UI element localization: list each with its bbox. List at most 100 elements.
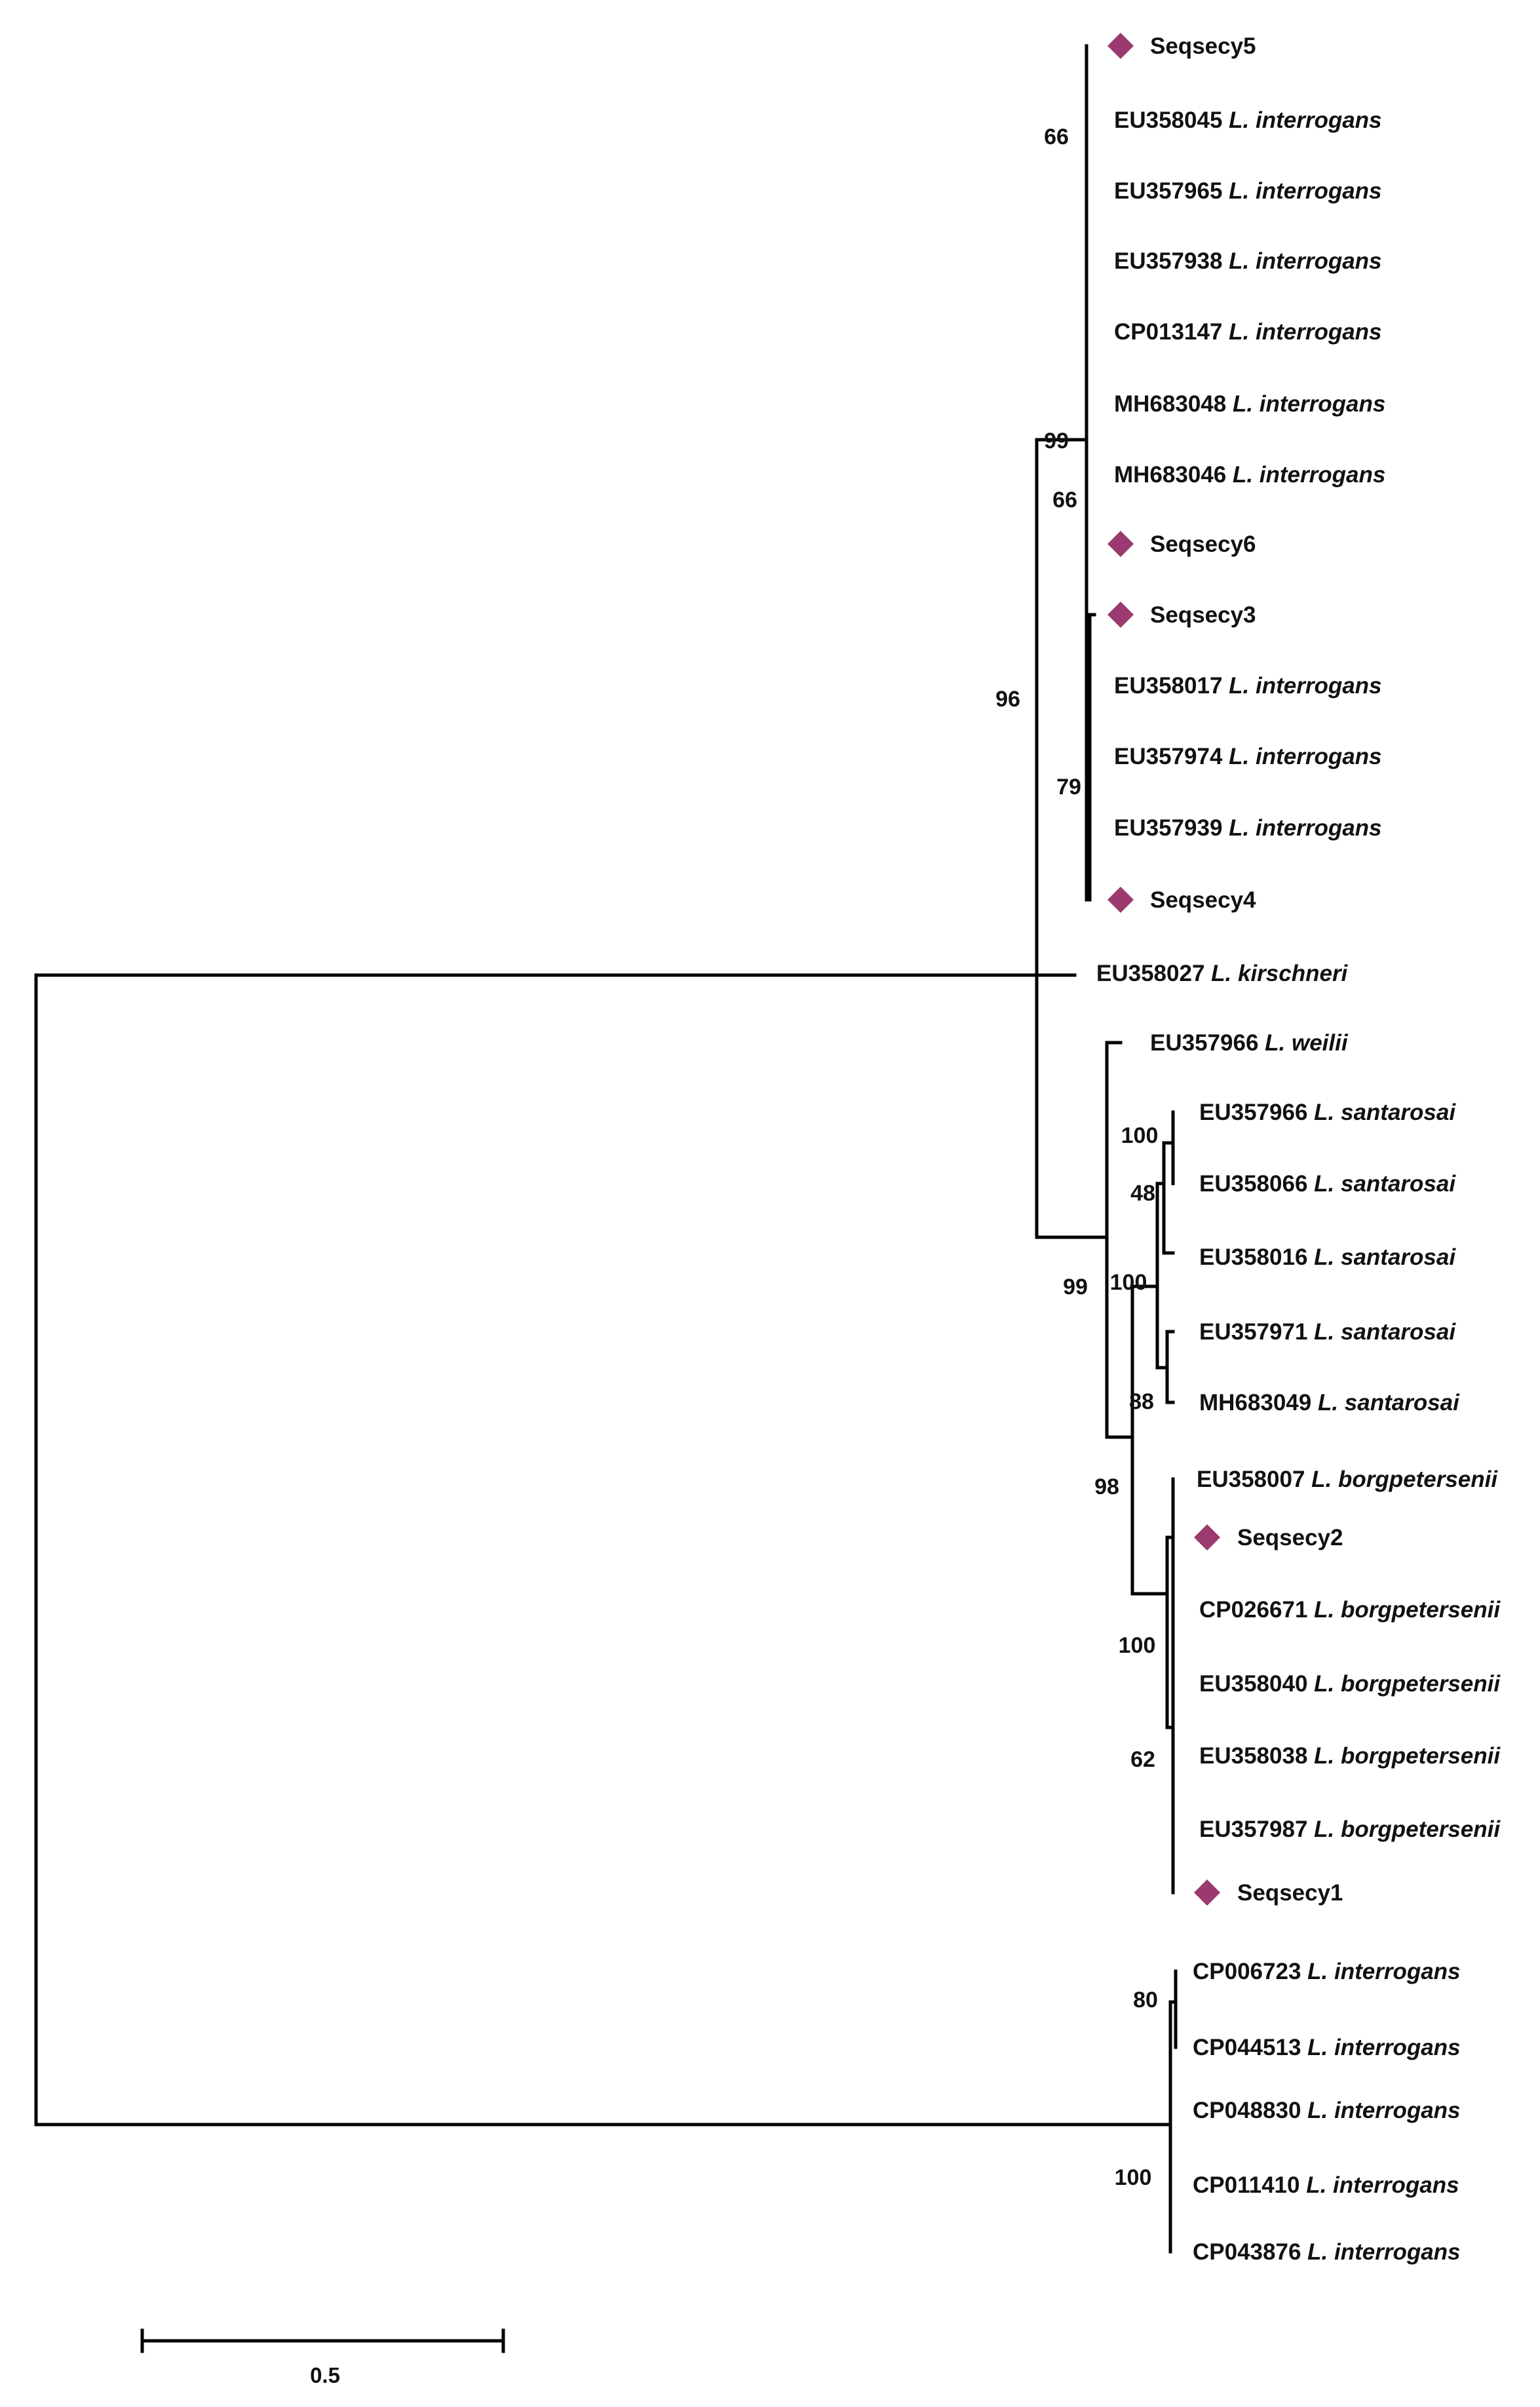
leaf-species: L. interrogans: [1222, 178, 1381, 204]
leaf-accession: MH683049: [1199, 1390, 1311, 1415]
leaf-accession: Seqsecy2: [1237, 1525, 1343, 1550]
tree-leaf: EU357966 L. weilii: [1150, 1030, 1349, 1056]
leaf-label: CP048830 L. interrogans: [1193, 2098, 1461, 2123]
tree-leaf: Seqsecy1: [1194, 1879, 1343, 1906]
leaf-accession: CP044513: [1193, 2035, 1301, 2060]
leaf-species: L. santarosai: [1311, 1390, 1460, 1415]
bootstrap-value: 98: [1094, 1474, 1119, 1499]
leaf-accession: EU357965: [1114, 178, 1222, 204]
leaf-accession: Seqsecy6: [1150, 531, 1256, 557]
tree-leaf: EU357966 L. santarosai: [1199, 1100, 1456, 1125]
tree-leaf: EU357938 L. interrogans: [1114, 248, 1382, 274]
tree-leaf: CP044513 L. interrogans: [1193, 2035, 1461, 2060]
query-sequence-diamond-marker: [1107, 887, 1134, 913]
bootstrap-value: 100: [1115, 2165, 1152, 2190]
query-sequence-diamond-marker: [1107, 602, 1134, 628]
tree-leaf: Seqsecy4: [1107, 887, 1256, 913]
leaf-species: L. interrogans: [1222, 744, 1381, 769]
leaf-accession: CP006723: [1193, 1959, 1301, 1984]
bootstrap-value: 88: [1129, 1389, 1154, 1414]
leaf-label: Seqsecy3: [1150, 602, 1256, 628]
leaf-label: EU357987 L. borgpetersenii: [1199, 1817, 1501, 1842]
leaf-label: EU358066 L. santarosai: [1199, 1171, 1456, 1197]
tree-leaf: EU358017 L. interrogans: [1114, 673, 1382, 699]
leaf-species: L. borgpetersenii: [1307, 1743, 1501, 1769]
leaf-label: CP026671 L. borgpetersenii: [1199, 1597, 1501, 1623]
leaf-accession: EU358016: [1199, 1244, 1307, 1270]
tree-leaf: EU357965 L. interrogans: [1114, 178, 1382, 204]
leaf-accession: EU358007: [1197, 1467, 1305, 1492]
tree-leaf: CP006723 L. interrogans: [1193, 1959, 1461, 1984]
leaf-species: L. interrogans: [1301, 2239, 1460, 2265]
leaf-species: L. interrogans: [1222, 673, 1381, 699]
leaf-accession: CP013147: [1114, 319, 1222, 345]
bootstrap-value: 80: [1133, 1988, 1158, 2012]
tree-leaf: CP026671 L. borgpetersenii: [1199, 1597, 1501, 1623]
leaf-label: CP011410 L. interrogans: [1193, 2172, 1459, 2198]
tree-branches: [34, 44, 1178, 2254]
bootstrap-value: 100: [1121, 1123, 1159, 1148]
tree-leaf: EU358038 L. borgpetersenii: [1199, 1743, 1501, 1769]
leaf-accession: EU357974: [1114, 744, 1223, 769]
tree-leaf: CP011410 L. interrogans: [1193, 2172, 1459, 2198]
leaf-species: L. interrogans: [1299, 2172, 1459, 2198]
query-sequence-diamond-marker: [1107, 531, 1134, 557]
bootstrap-value: 99: [1063, 1275, 1088, 1300]
leaf-accession: EU358066: [1199, 1171, 1307, 1197]
tree-leaf: EU357987 L. borgpetersenii: [1199, 1817, 1501, 1842]
leaf-species: L. interrogans: [1301, 2098, 1460, 2123]
leaf-species: L. interrogans: [1222, 107, 1381, 133]
leaf-label: EU358038 L. borgpetersenii: [1199, 1743, 1501, 1769]
tree-leaf: EU357939 L. interrogans: [1114, 815, 1382, 841]
leaf-accession: Seqsecy5: [1150, 33, 1256, 59]
leaf-label: MH683046 L. interrogans: [1114, 462, 1385, 488]
tree-leaf: EU358040 L. borgpetersenii: [1199, 1671, 1501, 1697]
leaf-label: Seqsecy1: [1237, 1880, 1343, 1906]
leaf-species: L. borgpetersenii: [1307, 1671, 1501, 1697]
bootstrap-value: 79: [1056, 775, 1081, 799]
bootstrap-value: 100: [1119, 1633, 1156, 1658]
leaf-label: EU357974 L. interrogans: [1114, 744, 1382, 769]
leaf-species: L. interrogans: [1301, 2035, 1460, 2060]
leaf-label: CP044513 L. interrogans: [1193, 2035, 1461, 2060]
bootstrap-value: 99: [1044, 429, 1069, 453]
tree-leaf: EU358027 L. kirschneri: [1096, 961, 1349, 986]
tree-leaf: Seqsecy5: [1107, 33, 1256, 59]
tree-leaf: CP013147 L. interrogans: [1114, 319, 1382, 345]
tree-leaf: EU358045 L. interrogans: [1114, 107, 1382, 133]
tree-leaf: EU357974 L. interrogans: [1114, 744, 1382, 769]
tree-leaf: CP043876 L. interrogans: [1193, 2239, 1461, 2265]
leaf-label: EU358017 L. interrogans: [1114, 673, 1382, 699]
leaf-label: CP043876 L. interrogans: [1193, 2239, 1461, 2265]
bootstrap-value: 62: [1130, 1747, 1155, 1772]
leaf-label: Seqsecy2: [1237, 1525, 1343, 1550]
leaf-label: EU357938 L. interrogans: [1114, 248, 1382, 274]
leaf-accession: EU358040: [1199, 1671, 1307, 1697]
tree-leaf: EU358066 L. santarosai: [1199, 1171, 1456, 1197]
leaf-label: EU357971 L. santarosai: [1199, 1319, 1456, 1345]
leaf-accession: MH683048: [1114, 391, 1226, 417]
scale-bar: 0.5: [140, 2328, 505, 2387]
query-sequence-diamond-marker: [1194, 1524, 1220, 1550]
tree-leaf: MH683049 L. santarosai: [1199, 1390, 1460, 1415]
leaf-label: CP013147 L. interrogans: [1114, 319, 1382, 345]
tree-leaf: MH683046 L. interrogans: [1114, 462, 1385, 488]
leaf-species: L. interrogans: [1226, 462, 1385, 488]
leaf-label: Seqsecy5: [1150, 33, 1256, 59]
tree-leaf: EU358016 L. santarosai: [1199, 1244, 1456, 1270]
leaf-accession: EU358017: [1114, 673, 1222, 699]
query-sequence-diamond-marker: [1194, 1879, 1220, 1906]
tree-leaf: Seqsecy2: [1194, 1524, 1343, 1550]
leaf-label: EU357966 L. santarosai: [1199, 1100, 1456, 1125]
leaf-accession: EU357939: [1114, 815, 1222, 841]
leaf-label: MH683049 L. santarosai: [1199, 1390, 1460, 1415]
leaf-label: Seqsecy4: [1150, 887, 1256, 913]
tree-leaf: Seqsecy3: [1107, 602, 1256, 628]
leaf-label: EU358045 L. interrogans: [1114, 107, 1382, 133]
tree-leaf: MH683048 L. interrogans: [1114, 391, 1385, 417]
leaf-label: EU358007 L. borgpetersenii: [1197, 1467, 1498, 1492]
leaf-label: Seqsecy6: [1150, 531, 1256, 557]
leaf-species: L. interrogans: [1222, 319, 1381, 345]
